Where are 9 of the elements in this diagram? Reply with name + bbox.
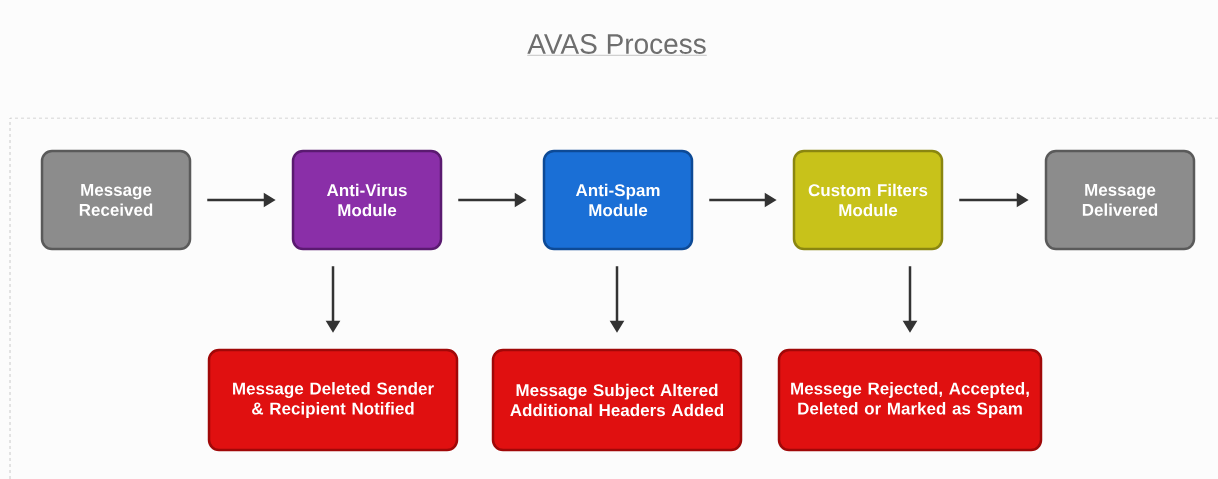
process-box: Anti-Spam Module <box>542 149 694 251</box>
title: AVAS Process <box>527 34 707 56</box>
process-box: Message Delivered <box>1044 149 1196 251</box>
process-box: Anti-Virus Module <box>291 149 443 251</box>
process-box: Messege Rejected, Accepted, Deleted or Marked as Spam <box>777 348 1043 452</box>
process-box: Message Subject Altered Additional Headers Added <box>491 348 743 452</box>
process-box: Message Received <box>40 149 192 251</box>
process-box: Custom Filters Module <box>792 149 944 251</box>
process-box: Message Deleted Sender & Recipient Notified <box>207 348 459 452</box>
